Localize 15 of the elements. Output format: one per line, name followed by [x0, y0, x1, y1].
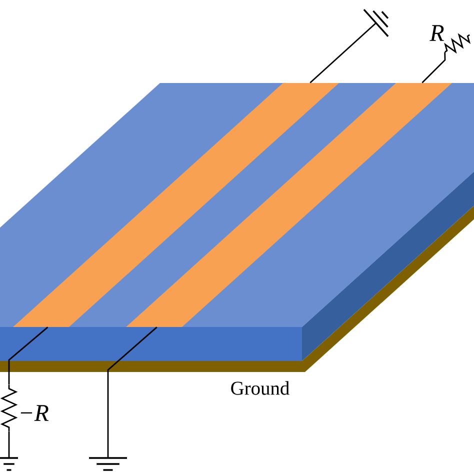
resistor-symbol: [0, 385, 18, 431]
ground-symbol: [363, 9, 389, 37]
resistor-symbol: [444, 33, 471, 54]
resistance-label: R: [430, 25, 444, 41]
wire: [8, 326, 48, 385]
electrode-strip: [126, 83, 452, 327]
ground-symbol: [0, 457, 18, 471]
wire: [8, 431, 10, 458]
layer-label: Ground: [231, 381, 290, 395]
wire: [422, 52, 446, 84]
electrode-strip: [13, 83, 339, 327]
resistance-label: −R: [20, 405, 49, 421]
wire: [107, 326, 158, 458]
ground-symbol: [89, 457, 127, 471]
wire: [310, 22, 376, 84]
